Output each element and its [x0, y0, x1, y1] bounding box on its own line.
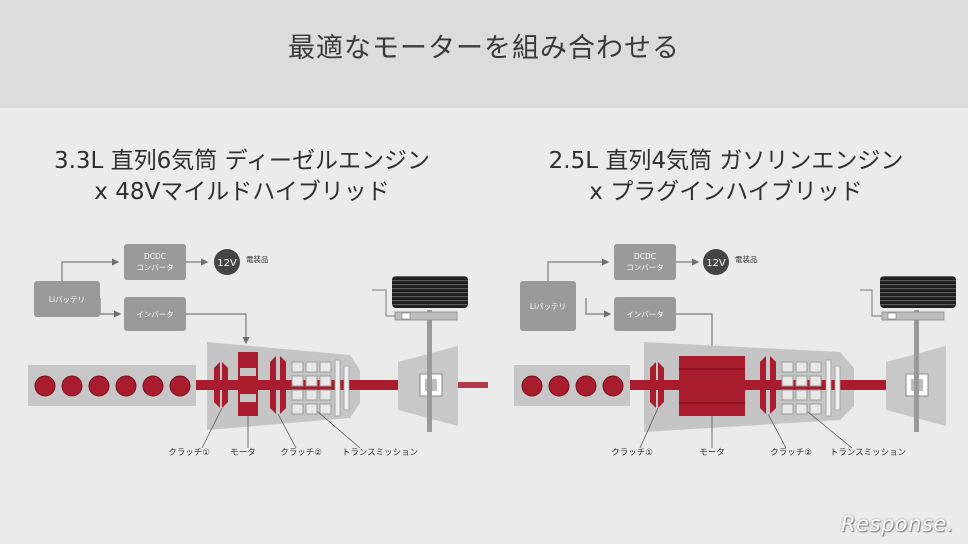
left-line-battery-dcdc — [61, 258, 120, 283]
right-dcdc-label-2: コンバータ — [626, 263, 664, 272]
left-transmission-label: トランスミッション — [342, 448, 418, 458]
response-logo: Response. — [841, 512, 954, 536]
right-diagram: Liバッテリ DCDC コンバータ インバータ 12V 電装品 — [514, 244, 956, 458]
left-inverter-label: インバータ — [136, 310, 174, 319]
left-clutch1 — [214, 362, 228, 408]
right-motor — [679, 356, 745, 416]
left-motor-label: モータ — [230, 448, 256, 458]
left-clutch2-label: クラッチ② — [280, 448, 322, 458]
left-dcdc-label-1: DCDC — [144, 252, 166, 261]
right-clutch2-label: クラッチ② — [770, 448, 812, 458]
left-engine-block — [28, 365, 196, 406]
right-engine-cylinders — [521, 375, 624, 397]
right-12v-circle — [703, 249, 729, 275]
left-line-inverter-motor — [186, 313, 250, 345]
right-12v-label: 12V — [706, 258, 726, 269]
left-accessory-label: 電装品 — [246, 254, 269, 264]
left-engine-cylinders — [34, 375, 191, 397]
left-tire — [392, 276, 468, 308]
left-subtitle-line2: x 48Vマイルドハイブリッド — [94, 179, 390, 205]
right-axle — [914, 310, 919, 432]
left-dcdc-label-2: コンバータ — [136, 263, 174, 272]
right-clutch2 — [760, 356, 776, 414]
left-axle — [427, 310, 432, 432]
page-title: 最適なモーターを組み合わせる — [288, 33, 680, 64]
right-line-inverter-motor — [676, 313, 716, 354]
right-transmission-label: トランスミッション — [830, 448, 906, 458]
left-12v-label: 12V — [217, 258, 237, 269]
right-line-battery-dcdc — [547, 258, 610, 283]
right-subtitle-line1: 2.5L 直列4気筒 ガソリンエンジン — [548, 148, 904, 174]
left-gearset — [291, 361, 332, 415]
left-battery-label: Liバッテリ — [49, 295, 85, 304]
right-subtitle: 2.5L 直列4気筒 ガソリンエンジン x プラグインハイブリッド — [484, 146, 968, 208]
right-tire — [880, 276, 956, 308]
left-motor — [238, 352, 258, 416]
left-inverter-box — [124, 297, 186, 331]
right-dcdc-box — [614, 244, 676, 280]
right-battery-box — [520, 281, 576, 331]
right-accessory-label: 電装品 — [735, 254, 758, 264]
right-motor-label: モータ — [699, 448, 725, 458]
right-battery-label: Liバッテリ — [530, 302, 566, 311]
left-dcdc-box — [124, 244, 186, 280]
left-subtitle: 3.3L 直列6気筒 ディーゼルエンジン x 48Vマイルドハイブリッド — [0, 146, 484, 208]
left-clutch1-label: クラッチ① — [168, 448, 210, 458]
left-shaft-main — [196, 380, 440, 390]
right-clutch1 — [650, 362, 664, 408]
right-line-battery-inverter — [585, 298, 612, 318]
left-clutch2 — [270, 356, 286, 414]
left-shaft-output — [440, 382, 488, 388]
left-line-battery-inverter — [99, 298, 122, 318]
left-battery-box — [34, 281, 100, 317]
left-12v-circle — [214, 249, 240, 275]
right-gearset — [781, 361, 822, 415]
right-inverter-label: インバータ — [626, 310, 664, 319]
header-band — [0, 0, 968, 108]
right-inverter-box — [614, 297, 676, 331]
left-subtitle-line1: 3.3L 直列6気筒 ディーゼルエンジン — [53, 148, 431, 174]
right-subtitle-line2: x プラグインハイブリッド — [589, 179, 863, 205]
left-diagram: Liバッテリ DCDC コンバータ インバータ 12V 電装品 — [28, 244, 488, 458]
right-clutch1-label: クラッチ① — [611, 448, 653, 458]
right-dcdc-label-1: DCDC — [634, 252, 656, 261]
